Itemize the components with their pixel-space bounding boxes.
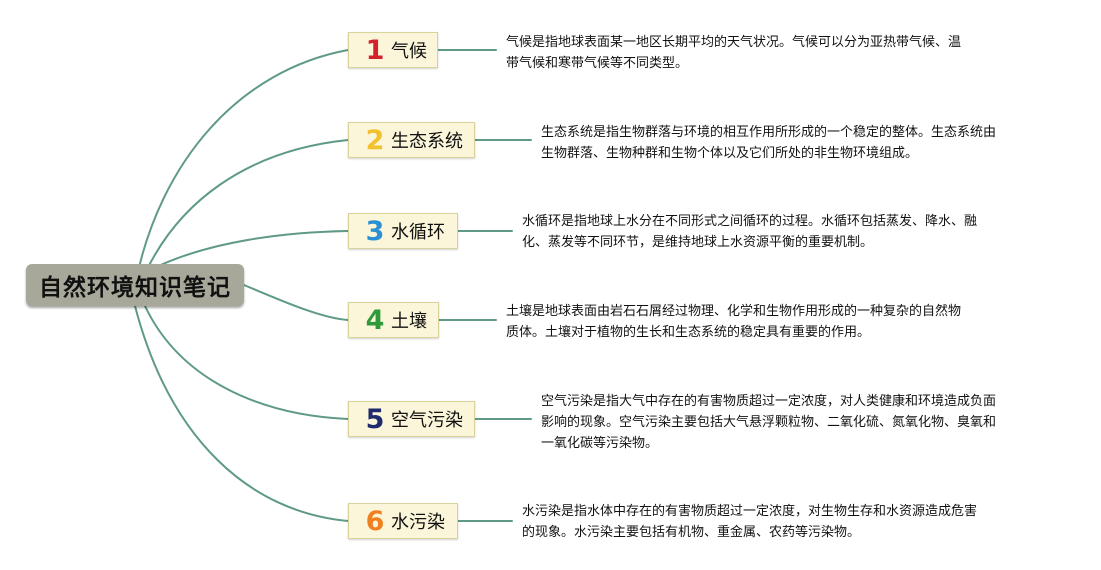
central-topic[interactable]: 自然环境知识笔记 xyxy=(26,264,244,306)
topic-label-soil: 土壤 xyxy=(391,311,427,332)
number-badge-5: 5 xyxy=(365,403,385,435)
branch-line-2 xyxy=(139,139,349,286)
branch-line-5 xyxy=(144,305,349,420)
topic-label-water-pollution: 水污染 xyxy=(391,512,445,533)
description-soil: 土壤是地球表面由岩石石屑经过物理、化学和生物作用形成的一种复杂的自然物 质体。土… xyxy=(506,304,962,340)
branch-line-4 xyxy=(243,284,349,321)
description-water-pollution: 水污染是指水体中存在的有害物质超过一定浓度，对生物生存和水资源造成危害 的现象。… xyxy=(522,504,978,540)
number-badge-2: 2 xyxy=(365,124,385,156)
topic-label-ecosystem: 生态系统 xyxy=(391,131,463,152)
description-ecosystem: 生态系统是指生物群落与环境的相互作用所形成的一个稳定的整体。生态系统由 生物群落… xyxy=(541,125,997,161)
topic-water-pollution[interactable]: 6 水污染 xyxy=(348,503,458,539)
number-badge-3: 3 xyxy=(365,215,385,247)
topic-label-air-pollution: 空气污染 xyxy=(391,410,463,431)
number-badge-6: 6 xyxy=(365,505,385,537)
description-climate: 气候是指地球表面某一地区长期平均的天气状况。气候可以分为亚热带气候、温 带气候和… xyxy=(506,35,962,71)
topic-label-water-cycle: 水循环 xyxy=(391,222,445,243)
topic-ecosystem[interactable]: 2 生态系统 xyxy=(348,122,475,158)
branch-line-3 xyxy=(149,230,349,271)
description-water-cycle: 水循环是指地球上水分在不同形式之间循环的过程。水循环包括蒸发、降水、融 化、蒸发… xyxy=(522,214,978,250)
topic-label-climate: 气候 xyxy=(391,41,427,62)
topic-climate[interactable]: 1 气候 xyxy=(348,32,438,68)
branch-line-1 xyxy=(134,49,349,286)
branch-line-6 xyxy=(134,305,349,522)
number-badge-4: 4 xyxy=(365,304,385,336)
description-air-pollution: 空气污染是指大气中存在的有害物质超过一定浓度，对人类健康和环境造成负面 影响的现… xyxy=(541,394,997,451)
topic-air-pollution[interactable]: 5 空气污染 xyxy=(348,401,475,437)
topic-water-cycle[interactable]: 3 水循环 xyxy=(348,213,458,249)
number-badge-1: 1 xyxy=(365,34,385,66)
topic-soil[interactable]: 4 土壤 xyxy=(348,302,439,338)
